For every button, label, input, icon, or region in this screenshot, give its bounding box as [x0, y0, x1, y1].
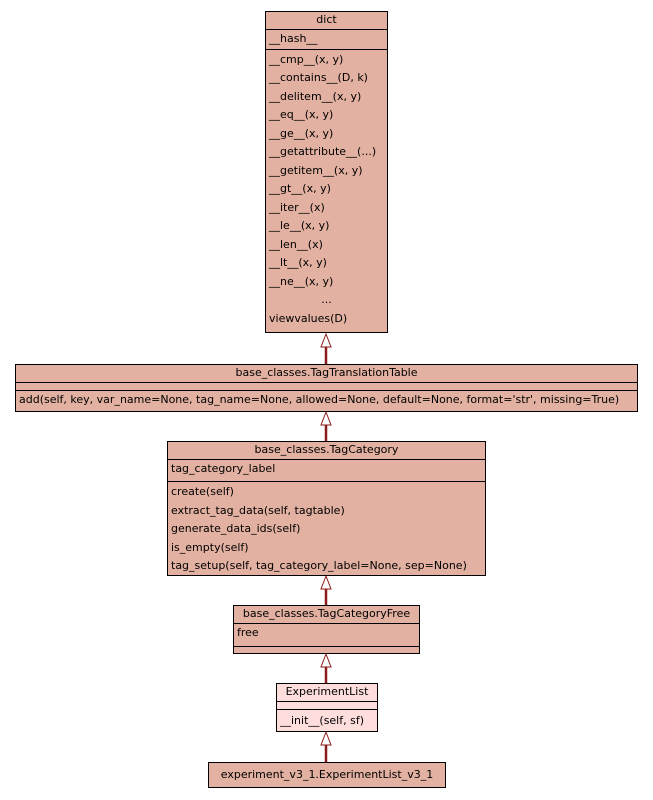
inheritance-arrowhead	[320, 332, 332, 348]
method: extract_tag_data(self, tagtable)	[171, 503, 345, 517]
class-name: base_classes.TagCategoryFree	[234, 606, 419, 624]
attribute: __hash__	[269, 32, 318, 45]
class-dict[interactable]: dict __hash__ __cmp__(x, y) __contains__…	[265, 11, 388, 333]
attribute: free	[237, 626, 259, 639]
method: __eq__(x, y)	[269, 108, 334, 121]
method: __len__(x)	[269, 237, 323, 251]
class-name: dict	[266, 12, 387, 30]
attribute-section: free	[234, 624, 419, 647]
class-name: experiment_v3_1.ExperimentList_v3_1	[220, 768, 434, 781]
attribute-section: tag_category_label	[168, 460, 485, 482]
inheritance-arrowhead	[320, 410, 332, 426]
method-section: __cmp__(x, y) __contains__(D, k) __delit…	[266, 50, 387, 329]
class-tag-category[interactable]: base_classes.TagCategory tag_category_la…	[167, 441, 486, 576]
method: viewvalues(D)	[269, 311, 348, 325]
attribute-section	[277, 702, 377, 710]
class-name: base_classes.TagCategory	[168, 442, 485, 460]
method: create(self)	[171, 485, 234, 498]
class-tag-category-free[interactable]: base_classes.TagCategoryFree free	[233, 605, 420, 654]
attribute: tag_category_label	[171, 462, 276, 475]
inheritance-arrowhead	[320, 652, 332, 668]
method: __getattribute__(...)	[269, 145, 377, 158]
method: add(self, key, var_name=None, tag_name=N…	[19, 393, 620, 406]
method: __gt__(x, y)	[269, 182, 331, 195]
method: __ge__(x, y)	[269, 126, 334, 140]
method: is_empty(self)	[171, 540, 249, 554]
attribute-section: __hash__	[266, 30, 387, 50]
method: __contains__(D, k)	[269, 71, 368, 84]
attribute-section	[16, 383, 637, 391]
class-name: base_classes.TagTranslationTable	[16, 365, 637, 383]
class-experiment-list-v3-1[interactable]: experiment_v3_1.ExperimentList_v3_1	[208, 762, 446, 788]
method: __lt__(x, y)	[269, 256, 327, 269]
method: __ne__(x, y)	[269, 274, 334, 288]
method: __cmp__(x, y)	[269, 52, 344, 66]
method-ellipsis: ...	[321, 293, 332, 306]
method: __delitem__(x, y)	[269, 89, 362, 103]
inheritance-arrowhead	[320, 574, 332, 590]
method: __le__(x, y)	[269, 219, 330, 232]
method: tag_setup(self, tag_category_label=None,…	[171, 559, 467, 572]
method: generate_data_ids(self)	[171, 522, 301, 535]
method: __iter__(x)	[269, 200, 325, 214]
method-section: __init__(self, sf)	[277, 710, 377, 731]
method-section: create(self) extract_tag_data(self, tagt…	[168, 482, 485, 576]
class-name: ExperimentList	[277, 684, 377, 702]
inheritance-arrowhead	[320, 730, 332, 746]
method-section: add(self, key, var_name=None, tag_name=N…	[16, 391, 637, 410]
method: __getitem__(x, y)	[269, 163, 363, 177]
class-experiment-list[interactable]: ExperimentList __init__(self, sf)	[276, 683, 378, 732]
class-tag-translation-table[interactable]: base_classes.TagTranslationTable add(sel…	[15, 364, 638, 412]
method: __init__(self, sf)	[280, 714, 365, 727]
